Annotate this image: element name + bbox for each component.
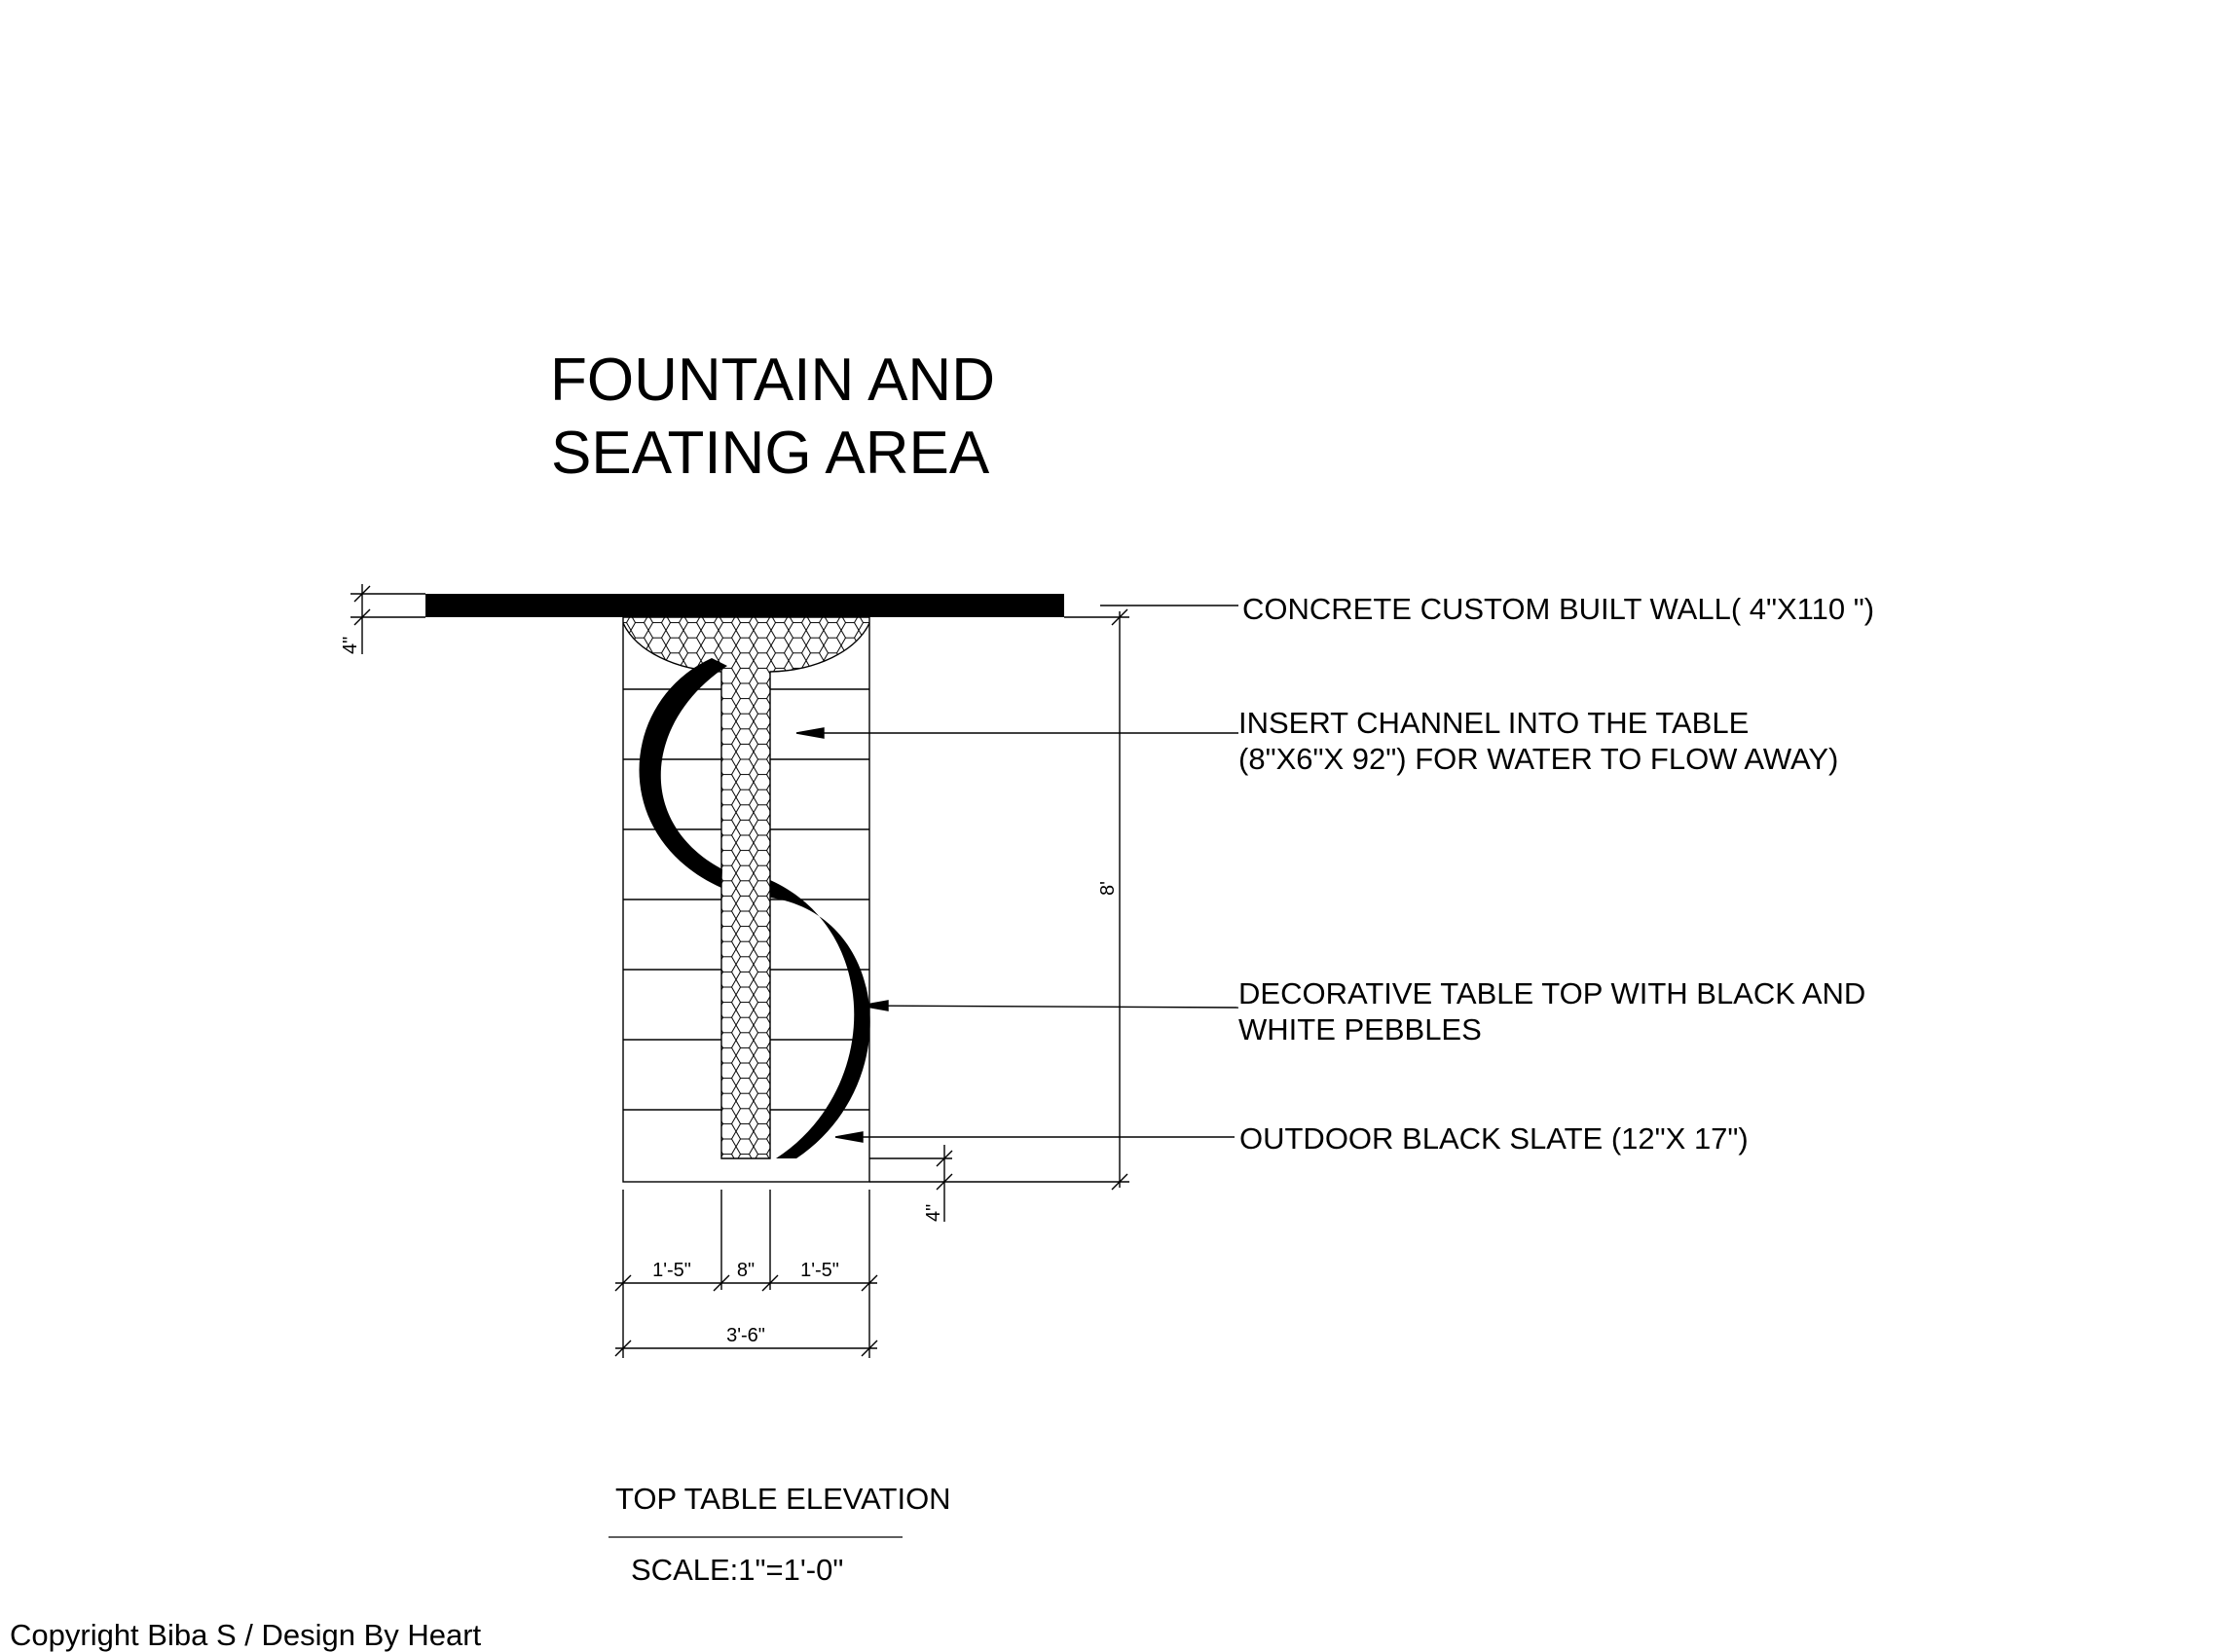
tabletop-callout-line2: WHITE PEBBLES (1238, 1012, 1482, 1046)
width-dimensions (614, 1190, 878, 1358)
height-dimension (869, 608, 1129, 1191)
leader-lines (795, 605, 1239, 1143)
total-width-label: 3'-6" (726, 1325, 765, 1346)
left-width-label: 1'-5" (652, 1260, 691, 1281)
drawing-title-line2: SEATING AREA (551, 420, 990, 487)
slate-callout: OUTDOOR BLACK SLATE (12"X 17") (1239, 1121, 1749, 1156)
channel-callout-line2: (8"X6"X 92") FOR WATER TO FLOW AWAY) (1238, 742, 1838, 776)
drawing-title-line1: FOUNTAIN AND (550, 347, 995, 414)
height-label: 8' (1097, 881, 1119, 896)
bottom-offset-dimension (869, 1145, 953, 1222)
arrowhead (795, 727, 825, 739)
wall-callout: CONCRETE CUSTOM BUILT WALL( 4"X110 ") (1242, 592, 1874, 626)
channel-width-label: 8" (737, 1260, 755, 1281)
tabletop-leader (862, 1005, 1239, 1009)
wall-thickness-label: 4" (340, 637, 361, 654)
tabletop-callout-line1: DECORATIVE TABLE TOP WITH BLACK AND (1238, 976, 1865, 1010)
arrowhead (860, 1000, 889, 1011)
arrowhead (834, 1131, 864, 1143)
right-width-label: 1'-5" (800, 1260, 839, 1281)
decorative-s-curve (639, 658, 870, 1158)
wall-thickness-dimension (350, 584, 425, 654)
scale-caption: SCALE:1"=1'-0" (631, 1553, 843, 1587)
concrete-wall (425, 594, 1064, 617)
bottom-offset-label: 4" (923, 1204, 944, 1222)
channel-callout-line1: INSERT CHANNEL INTO THE TABLE (1238, 706, 1749, 740)
elevation-caption: TOP TABLE ELEVATION (615, 1482, 951, 1516)
pebble-channel (623, 617, 869, 1159)
copyright-text: Copyright Biba S / Design By Heart (10, 1618, 482, 1652)
